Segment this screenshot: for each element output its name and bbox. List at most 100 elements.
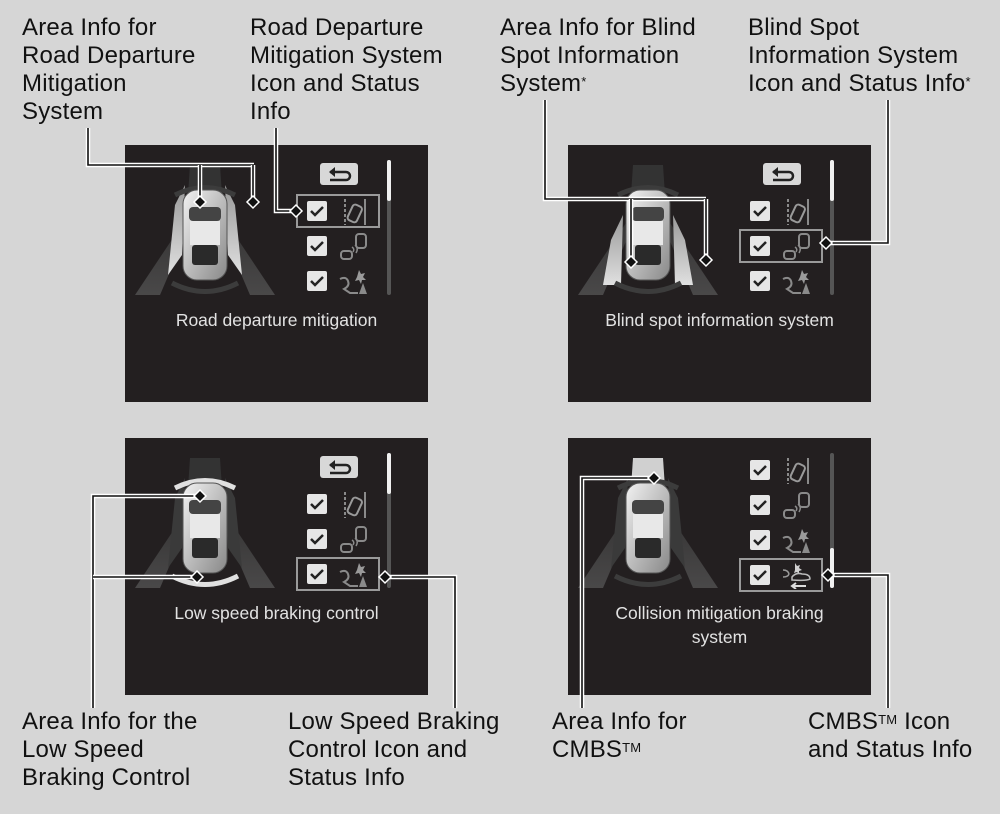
vehicle-area-graphic (135, 165, 275, 295)
leader-line (385, 576, 456, 708)
checkbox[interactable] (750, 271, 770, 291)
setting-row[interactable] (740, 524, 822, 556)
checkbox[interactable] (307, 494, 327, 514)
scrollbar-thumb[interactable] (830, 160, 834, 201)
checkbox[interactable] (307, 564, 327, 584)
checkbox[interactable] (750, 460, 770, 480)
caption-line: Road departure mitigation (175, 310, 378, 330)
setting-row[interactable] (739, 558, 823, 592)
label-line: Information System (748, 42, 959, 69)
checkbox[interactable] (307, 201, 327, 221)
leader-diamond-marker (818, 235, 834, 251)
label-line: Low Speed Braking (288, 708, 500, 735)
checkmark-icon (753, 206, 767, 217)
scrollbar[interactable] (830, 453, 834, 588)
vehicle-area-graphic (135, 458, 275, 588)
panel-road-departure: Road departure mitigation (125, 145, 428, 402)
setting-row[interactable] (297, 230, 379, 262)
leader-diamond-marker (192, 488, 208, 504)
superscript: TM (878, 712, 898, 727)
checkbox[interactable] (750, 530, 770, 550)
label-line: Road Departure (250, 14, 424, 41)
checkmark-icon (753, 535, 767, 546)
label-line: Icon and Status Info* (748, 70, 971, 97)
leader-line (828, 574, 889, 708)
setting-row[interactable] (296, 194, 380, 228)
label-line: System (22, 98, 104, 125)
label-line: Area Info for (22, 14, 157, 41)
setting-row[interactable] (740, 195, 822, 227)
back-button[interactable] (320, 456, 358, 478)
checkbox[interactable] (750, 201, 770, 221)
setting-row[interactable] (297, 265, 379, 297)
checkmark-icon (310, 276, 324, 287)
scrollbar-thumb[interactable] (387, 160, 391, 201)
setting-row[interactable] (740, 265, 822, 297)
label-line: CMBSTM (552, 736, 642, 763)
leader-line (826, 100, 891, 246)
setting-row[interactable] (740, 454, 822, 486)
leader-line (826, 100, 889, 244)
lane-departure-icon (344, 492, 366, 518)
superscript: * (965, 74, 971, 89)
low-speed-braking-icon (339, 270, 367, 294)
checkbox[interactable] (750, 495, 770, 515)
checkmark-icon (753, 570, 767, 581)
checkbox[interactable] (307, 236, 327, 256)
label-line: Mitigation System (250, 42, 443, 69)
label-line: Control Icon and (288, 736, 468, 763)
scrollbar[interactable] (387, 453, 391, 588)
leader-diamond-marker (192, 194, 208, 210)
setting-row[interactable] (739, 229, 823, 263)
leader-diamond-marker (245, 194, 261, 210)
setting-row[interactable] (297, 523, 379, 555)
checkmark-icon (310, 241, 324, 252)
panel-low-speed-braking: Low speed braking control (125, 438, 428, 695)
label-line: Area Info for the (22, 708, 198, 735)
caption-line: system (691, 627, 748, 647)
back-button[interactable] (763, 163, 801, 185)
setting-row[interactable] (296, 557, 380, 591)
setting-row[interactable] (297, 488, 379, 520)
blind-spot-icon (340, 526, 367, 553)
low-speed-braking-icon (339, 563, 367, 587)
cmbs-icon (782, 563, 811, 589)
scrollbar-thumb[interactable] (830, 547, 834, 588)
lane-departure-icon (787, 199, 809, 225)
checkbox[interactable] (750, 565, 770, 585)
panel-blind-spot: Blind spot information system (568, 145, 871, 402)
leader-line (579, 475, 654, 708)
leader-diamond-marker (623, 254, 639, 270)
setting-row[interactable] (740, 489, 822, 521)
leader-line (828, 572, 891, 708)
blind-spot-icon (340, 233, 367, 260)
scrollbar[interactable] (387, 160, 391, 295)
checkmark-icon (753, 241, 767, 252)
vehicle-area-graphic (578, 165, 718, 295)
leader-diamond-marker (698, 252, 714, 268)
panel-caption: Low speed braking control (125, 601, 428, 625)
label-line: and Status Info (808, 736, 973, 763)
back-button[interactable] (320, 163, 358, 185)
blind-spot-icon (783, 492, 810, 519)
label-line: Blind Spot (748, 14, 860, 41)
superscript: * (581, 74, 587, 89)
checkbox[interactable] (750, 236, 770, 256)
leader-line (87, 128, 254, 166)
leader-diamond-marker (377, 569, 393, 585)
leader-line (542, 100, 706, 202)
leader-line (581, 477, 654, 708)
panel-caption: Blind spot information system (568, 308, 871, 332)
label-line: Mitigation (22, 70, 127, 97)
checkbox[interactable] (307, 271, 327, 291)
checkbox[interactable] (307, 529, 327, 549)
scrollbar[interactable] (830, 160, 834, 295)
scrollbar-thumb[interactable] (387, 453, 391, 494)
